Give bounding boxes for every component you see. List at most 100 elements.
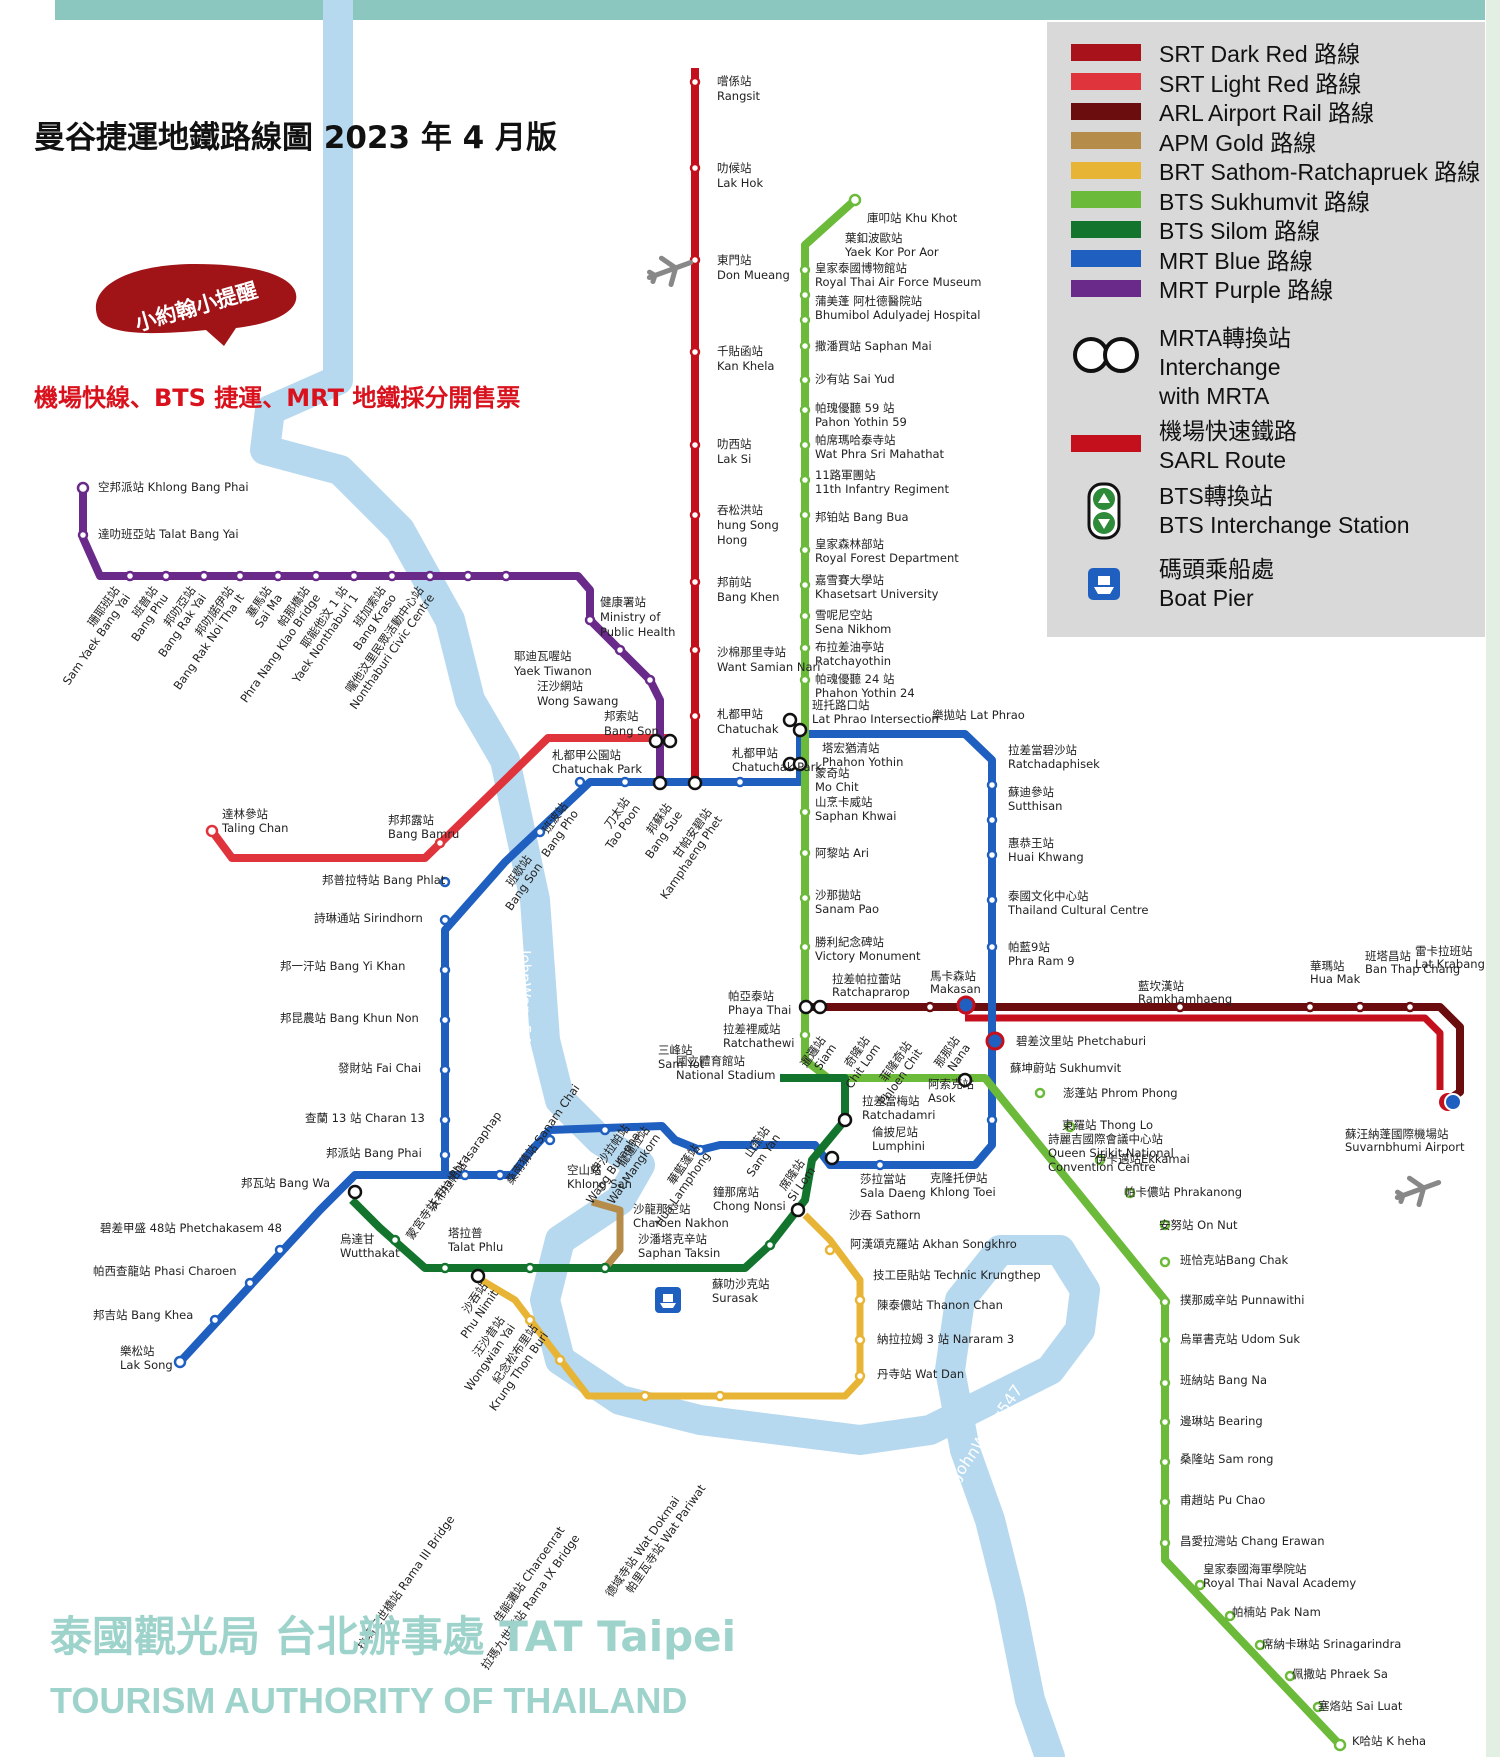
station-label: 邦昆農站 Bang Khun Non (280, 1011, 419, 1025)
boat-pier-legend-icon (1087, 567, 1121, 605)
station-label: 昌愛拉灣站 Chang Erawan (1180, 1534, 1325, 1548)
legend-line-row: APM Gold 路線 (1071, 127, 1316, 156)
bts-interchange-label-zh: BTS轉換站 (1159, 483, 1273, 509)
legend-line-label: BRT Sathom-Ratchapruek 路線 (1159, 159, 1481, 185)
station-label: 撲那威辛站 Punnawithi (1180, 1293, 1304, 1307)
legend-line-row: BTS Silom 路線 (1071, 215, 1320, 244)
airplane-icon (1394, 1175, 1442, 1208)
station-label: 達叻班亞站 Talat Bang Yai (98, 527, 239, 541)
sarl-makasan (956, 995, 976, 1015)
legend-swatch (1071, 161, 1141, 179)
station-label: 佩撒站 Phraek Sa (1292, 1667, 1388, 1681)
interchange-label-zh: MRTA轉換站 (1159, 325, 1292, 351)
mrt-purple-line (79, 488, 664, 785)
legend-line-row: ARL Airport Rail 路線 (1071, 97, 1374, 126)
station-label: 發財站 Fai Chai (338, 1061, 421, 1075)
interchange-markers (347, 712, 973, 1284)
ticket-notice: 機場快線、BTS 捷運、MRT 地鐵採分開售票 (34, 384, 521, 412)
station-label: 沙吞 Sathorn (849, 1208, 921, 1222)
station-label: 邊琳站 Bearing (1180, 1414, 1263, 1428)
station-label: 邦派站 Bang Phai (326, 1146, 422, 1160)
station-label: 邦瓦站 Bang Wa (241, 1176, 330, 1190)
station-label: 珊耶班站Sam Yaek Bang Yai (49, 583, 133, 687)
station-label: 阿黎站 Ari (815, 846, 869, 860)
legend-swatch (1071, 43, 1141, 61)
legend-line-row: BRT Sathom-Ratchapruek 路線 (1071, 156, 1481, 185)
legend-swatch (1071, 191, 1141, 208)
station-label: 樂拋站 Lat Phrao (932, 708, 1025, 722)
station-label: 伊卡邁站Ekkamai (1095, 1152, 1190, 1166)
station-label: 班恰克站Bang Chak (1180, 1253, 1289, 1267)
legend-line-row: MRT Purple 路線 (1071, 274, 1333, 303)
boat-pier-label-zh: 碼頭乘船處 (1159, 556, 1274, 582)
legend-interchange (1071, 335, 1141, 379)
interchange-icon (1073, 337, 1139, 373)
station-label: K哈站 K heha (1352, 1734, 1426, 1748)
station-label: 澎蓬站 Phrom Phong (1063, 1086, 1178, 1100)
station-label: 那那站Nana (931, 1033, 973, 1077)
srt-light-red-line (208, 734, 668, 862)
legend-swatch (1071, 73, 1141, 90)
station-label: 安努站 On Nut (1159, 1218, 1238, 1232)
chao-phraya-river (250, 0, 1100, 1757)
station-label: 桑隆站 Sam rong (1180, 1452, 1273, 1466)
sarl-swatch (1071, 435, 1141, 452)
watermark-left: JohnWang547 (516, 949, 534, 1053)
station-label: 蘇坤蔚站 Sukhumvit (1010, 1061, 1122, 1075)
legend-line-label: SRT Dark Red 路線 (1159, 41, 1361, 67)
apm-gold-line (591, 1198, 624, 1271)
sarl-red-line (965, 1014, 1444, 1090)
station-label: 詩琳通站 Sirindhorn (314, 911, 423, 925)
station-label: 查蘭 13 站 Charan 13 (305, 1111, 425, 1125)
station-label: 帕楠站 Pak Nam (1232, 1605, 1321, 1619)
top-accent-bar (55, 0, 1485, 20)
station-label: 沃布拉帕站 Isaraphap (425, 1109, 504, 1214)
airplane-icon (646, 255, 694, 288)
station-label: 邦普拉特站 Bang Phlat (322, 873, 446, 887)
station-label: 山燕站Sam Yan (733, 1123, 784, 1179)
station-label: 席納卡琳站 Srinagarindra (1262, 1637, 1401, 1651)
station-label: 阿漢頌克羅站 Akhan Songkhro (850, 1237, 1017, 1251)
station-label: 刀太站Tao Poon (591, 794, 643, 852)
interchange-label-en2: with MRTA (1159, 383, 1270, 409)
station-label: 陳泰儂站 Thanon Chan (877, 1298, 1003, 1312)
page-title: 曼谷捷運地鐵路線圖 2023 年 4 月版 (34, 120, 558, 156)
